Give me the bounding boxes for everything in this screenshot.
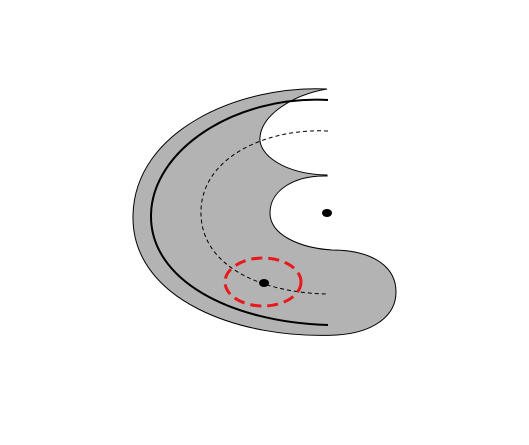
inner-boundary-curve bbox=[149, 98, 329, 326]
lower-point bbox=[259, 279, 269, 287]
highlight-circle bbox=[223, 256, 303, 308]
shaded-region bbox=[132, 88, 397, 336]
center-point bbox=[322, 209, 332, 217]
dashed-midline-arc bbox=[200, 130, 329, 295]
